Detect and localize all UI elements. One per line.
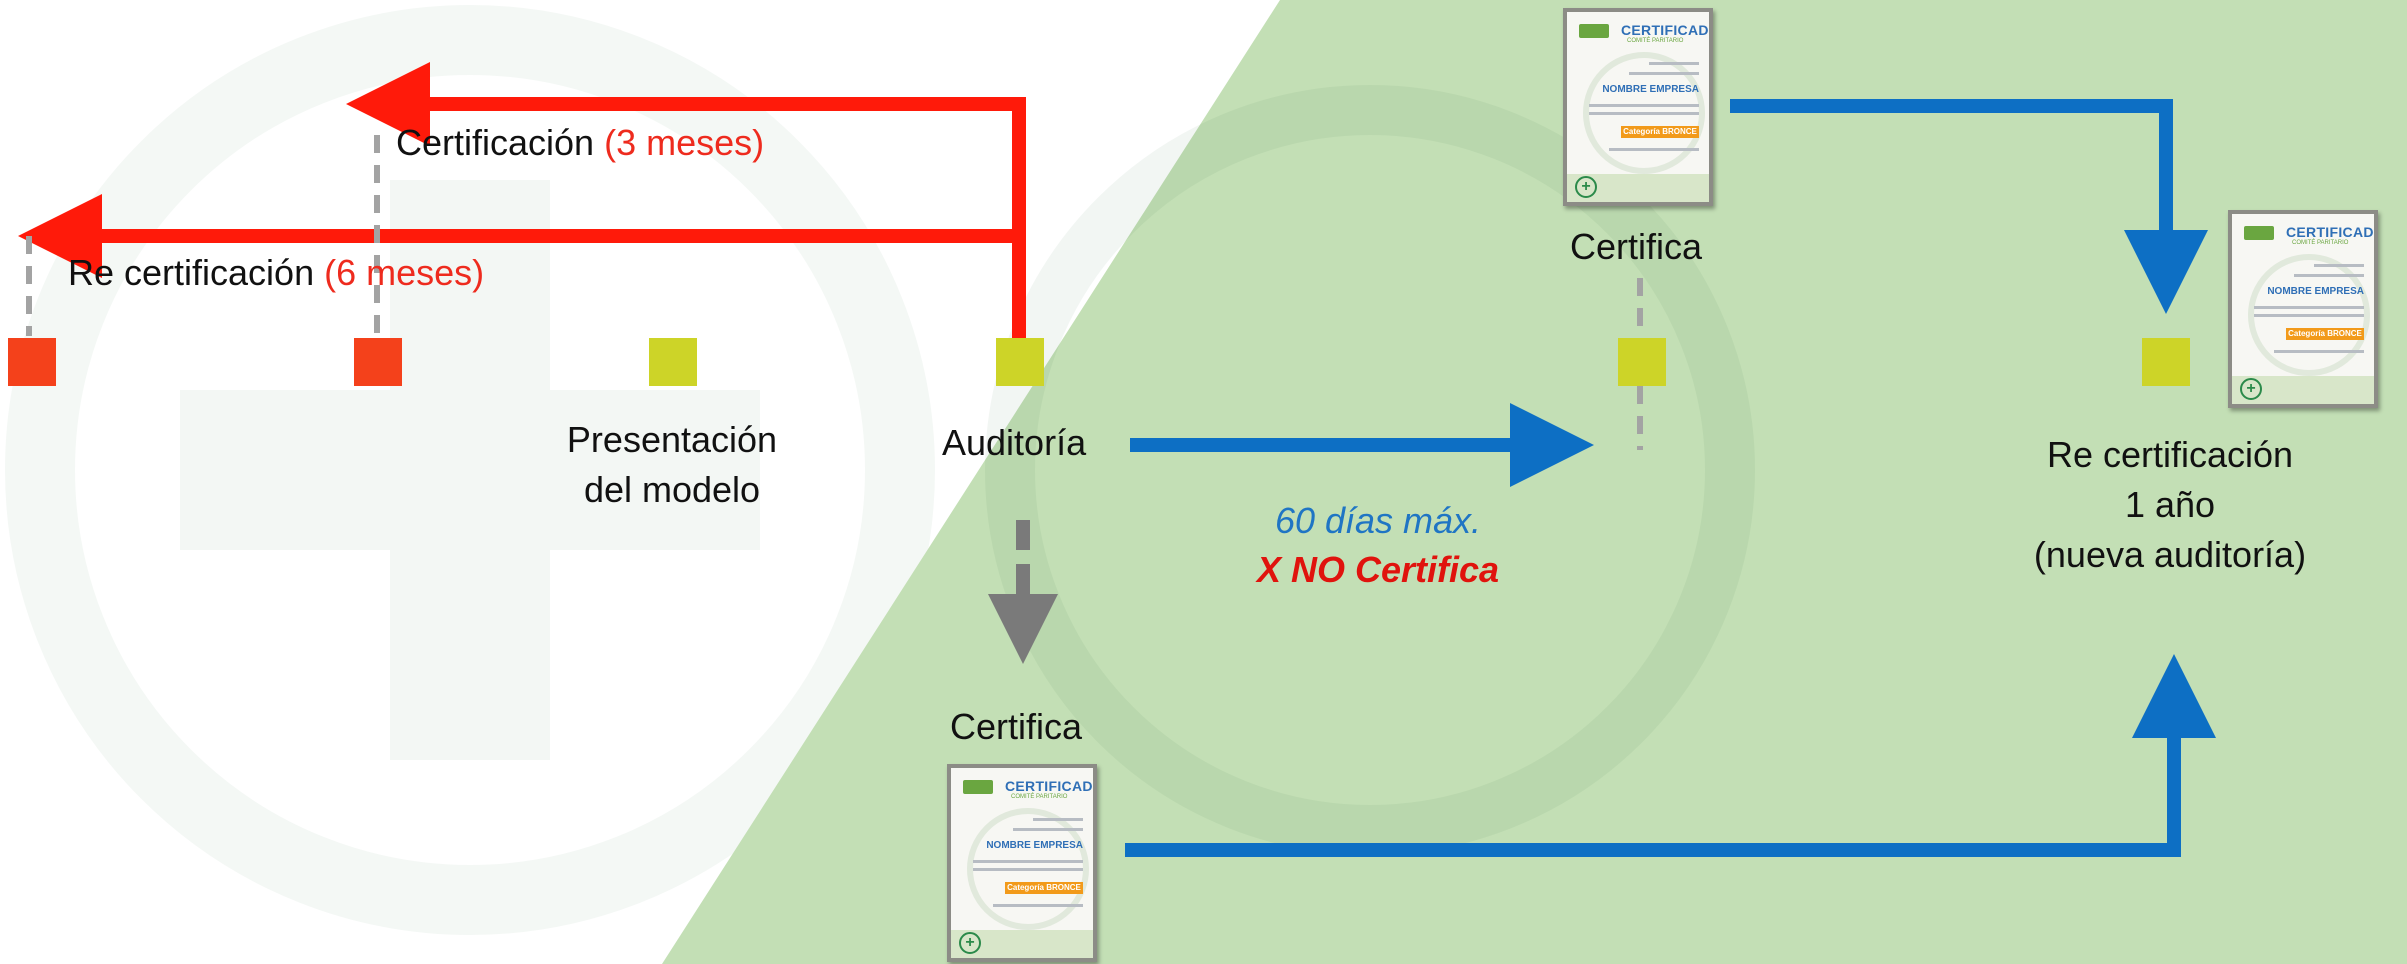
label-certificacion-text: Certificación (396, 122, 605, 163)
arrow-certificacion-3m (346, 62, 1026, 338)
label-recert-duration: (6 meses) (324, 252, 485, 293)
certificate-text-line (1609, 148, 1699, 151)
node-certifica (1618, 338, 1666, 386)
certificate-seal-watermark (2248, 254, 2370, 376)
certificate-header: CERTIFICADO (1005, 778, 1097, 794)
certificate-text-line (1013, 828, 1083, 831)
label-60-dias: 60 días máx. (1274, 500, 1482, 541)
certificate-text-line (1033, 818, 1083, 821)
certificate-seal-watermark (1583, 52, 1705, 174)
label-recert-1y-line2: 1 año (2124, 484, 2216, 525)
certificate-text-line (2254, 306, 2364, 309)
certificate-logo (2244, 226, 2274, 240)
plus-cross-icon: + (959, 932, 981, 954)
certificate-text-line (1629, 72, 1699, 75)
certificate-text-line (973, 868, 1083, 871)
certificate-company: NOMBRE EMPRESA (986, 840, 1083, 851)
certificate-company: NOMBRE EMPRESA (2267, 286, 2364, 297)
certificate-thumbnail-top: CERTIFICADO COMITÉ PARITARIO NOMBRE EMPR… (1563, 8, 1713, 206)
label-auditoria: Auditoría (942, 422, 1087, 463)
label-recert-text: Re certificación (68, 252, 325, 293)
label-presentacion-line1: Presentación (566, 419, 778, 460)
certificate-header: CERTIFICADO (2286, 224, 2378, 240)
label-certifica-bottom: Certifica (950, 706, 1083, 747)
certificate-badge: Categoría BRONCE (1621, 126, 1699, 138)
certificate-subheader: COMITÉ PARITARIO (1627, 38, 1684, 44)
certificate-text-line (2294, 274, 2364, 277)
certificate-logo (1579, 24, 1609, 38)
certificate-badge: Categoría BRONCE (2286, 328, 2364, 340)
label-recert-1y-line3: (nueva auditoría) (2033, 534, 2307, 575)
node-auditoria (996, 338, 1044, 386)
certificate-thumbnail-bottom: CERTIFICADO COMITÉ PARITARIO NOMBRE EMPR… (947, 764, 1097, 962)
certificate-text-line (2314, 264, 2364, 267)
certificate-subheader: COMITÉ PARITARIO (1011, 794, 1068, 800)
label-no-certifica: X NO Certifica (1256, 549, 1500, 590)
plus-cross-icon: + (2240, 378, 2262, 400)
certificate-text-line (1589, 112, 1699, 115)
node-recert-1y (2142, 338, 2190, 386)
node-presentacion (649, 338, 697, 386)
certificate-header: CERTIFICADO (1621, 22, 1713, 38)
plus-cross-icon: + (1575, 176, 1597, 198)
certificate-thumbnail-right: CERTIFICADO COMITÉ PARITARIO NOMBRE EMPR… (2228, 210, 2378, 408)
certificate-text-line (973, 860, 1083, 863)
certificate-text-line (1649, 62, 1699, 65)
arrow-certifica-bottom-to-recert (1125, 654, 2216, 857)
certificate-text-line (993, 904, 1083, 907)
label-recert-1y: Re certificación 1 año (nueva auditoría) (2000, 430, 2340, 580)
certificate-subheader: COMITÉ PARITARIO (2292, 240, 2349, 246)
watermark-seal-green (985, 85, 1755, 855)
certificate-text-line (2254, 314, 2364, 317)
certificate-text-line (2274, 350, 2364, 353)
certificate-text-line (1589, 104, 1699, 107)
certificate-seal-watermark (967, 808, 1089, 930)
certificate-logo (963, 780, 993, 794)
watermark-seal (5, 5, 935, 935)
label-certificacion-duration: (3 meses) (604, 122, 765, 163)
label-recert-6m: Re certificación (6 meses) (68, 248, 484, 298)
certificate-company: NOMBRE EMPRESA (1602, 84, 1699, 95)
node-recert-6m (8, 338, 56, 386)
label-presentacion: Presentación del modelo (552, 415, 792, 515)
node-certificacion-3m (354, 338, 402, 386)
arrow-certifica-top-to-recert (1730, 99, 2208, 314)
label-certifica-top: Certifica (1570, 226, 1703, 267)
certificate-badge: Categoría BRONCE (1005, 882, 1083, 894)
label-certificacion-3m: Certificación (3 meses) (396, 118, 764, 168)
label-presentacion-line2: del modelo (583, 469, 761, 510)
label-recert-1y-line1: Re certificación (2046, 434, 2294, 475)
